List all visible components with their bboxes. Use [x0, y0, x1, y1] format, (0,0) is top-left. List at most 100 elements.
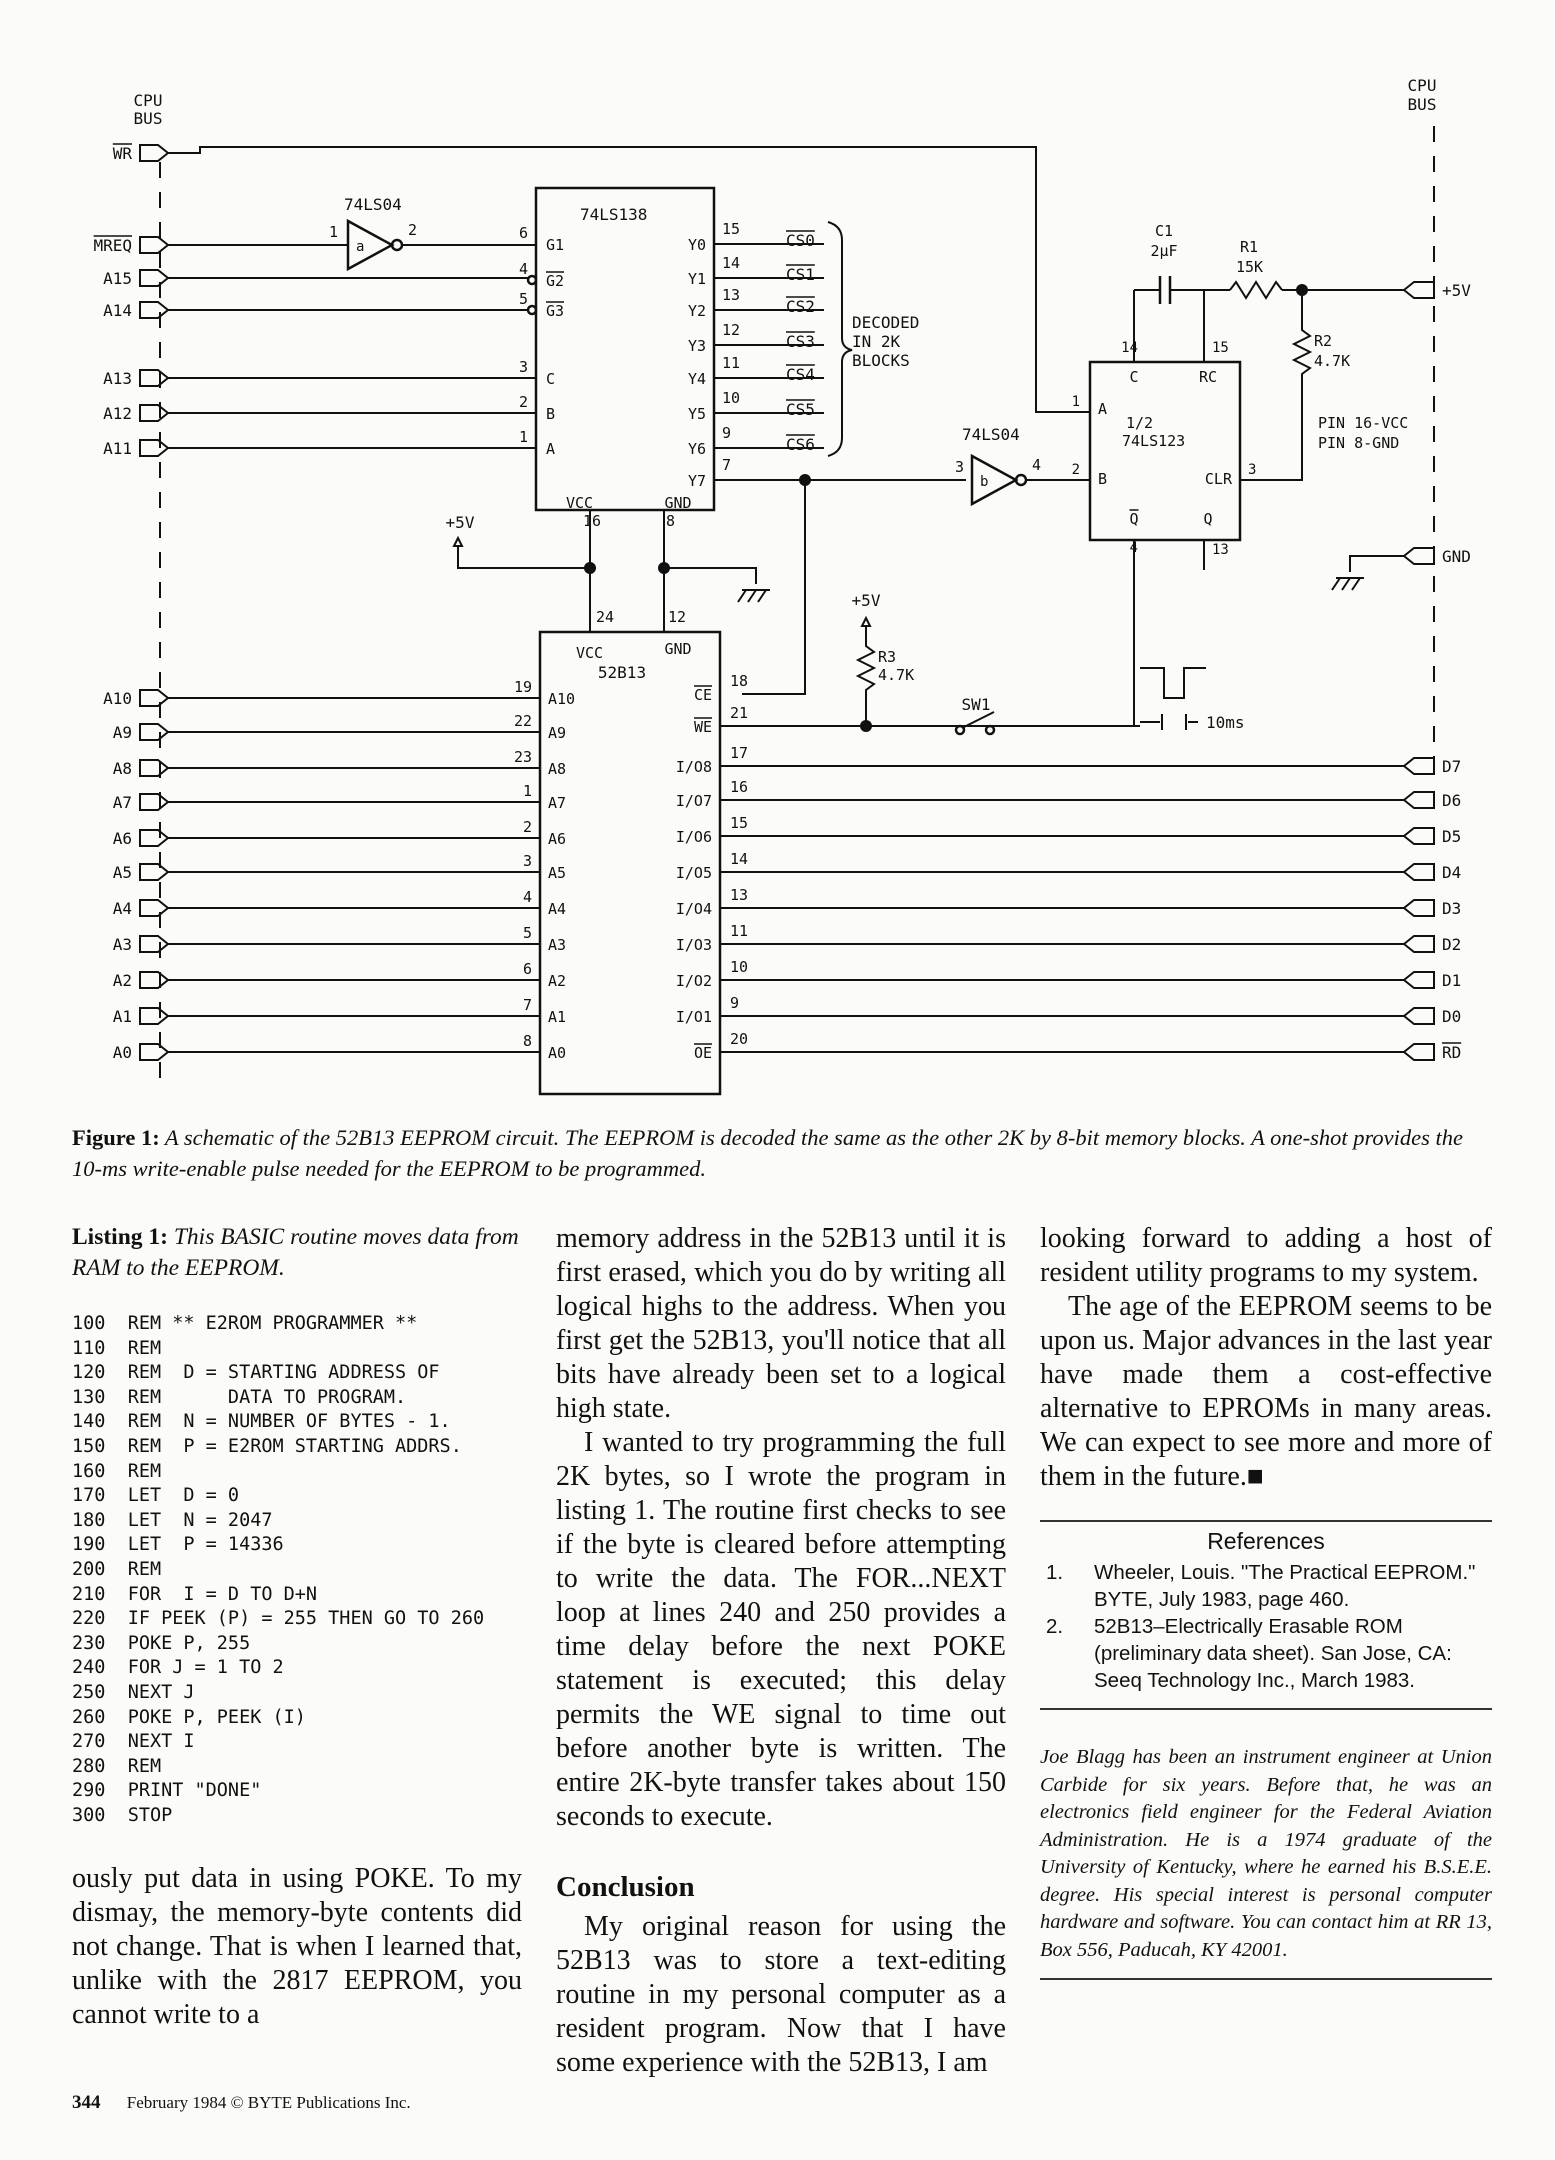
oneshot-pin: 13	[1212, 542, 1229, 558]
decoder-input-g1: G1	[546, 236, 564, 254]
oneshot-pin: 14	[1121, 340, 1138, 356]
listing-caption-text: This BASIC routine moves data from RAM t…	[72, 1224, 519, 1281]
schematic-diagram: CPUBUSCPUBUSWRMREQA15A14A13A12A1174LS04a…	[93, 76, 1471, 1096]
bus-connector-rd	[1402, 1043, 1435, 1061]
column-3-paragraph-2-text: The age of the EEPROM seems to be upon u…	[1040, 1291, 1492, 1492]
bus-signal-a0: A0	[113, 1043, 132, 1062]
decoder-pin: 14	[722, 254, 740, 272]
eeprom-52b13	[538, 630, 722, 1096]
decoded-note: DECODED	[852, 313, 919, 332]
figure-caption: Figure 1: A schematic of the 52B13 EEPRO…	[72, 1122, 1492, 1184]
eeprom-addr-a9: A9	[548, 724, 566, 742]
eeprom-pin: 11	[730, 922, 748, 940]
eeprom-addr-a4: A4	[548, 900, 566, 918]
bus-connector-a11	[139, 439, 170, 457]
eeprom-pin: 9	[730, 994, 739, 1012]
r2-resistor	[1240, 290, 1313, 481]
eeprom-pin: 6	[523, 960, 532, 978]
column-3: looking forward to adding a host of resi…	[1040, 1222, 1492, 1980]
inverter-b-bubble	[1014, 473, 1028, 487]
bus-connector-d5	[1402, 827, 1435, 845]
bus-connector-d4	[1402, 863, 1435, 881]
decoder-output-y3: Y3	[688, 337, 706, 355]
bus-signal-mreq: MREQ	[93, 236, 132, 255]
column-1-paragraph: ously put data in using POKE. To my dism…	[72, 1863, 522, 2031]
decoder-output-y2: Y2	[688, 302, 706, 320]
bus-connector-a3	[139, 935, 170, 953]
oneshot-pin: 15	[1212, 340, 1229, 356]
inverter-a-symbol	[346, 218, 395, 272]
reference-text: Wheeler, Louis. "The Practical EEPROM." …	[1094, 1561, 1476, 1611]
bus-connector-d1	[1402, 971, 1435, 989]
decoder-pin: 1	[519, 428, 528, 446]
decoder-pin: 2	[519, 393, 528, 411]
page-number: 344	[72, 2092, 101, 2113]
reference-number: 1.	[1046, 1561, 1064, 1584]
oneshot-q: Q	[1203, 510, 1212, 528]
bus-connector-a12	[139, 404, 170, 422]
oneshot-clr: CLR	[1205, 470, 1233, 488]
column-2-paragraph-1: memory address in the 52B13 until it is …	[556, 1223, 1006, 1424]
bus-connector-a8	[139, 759, 170, 777]
eeprom-pin: 13	[730, 886, 748, 904]
decoded-note: BLOCKS	[852, 351, 910, 370]
eeprom-pin: 10	[730, 958, 748, 976]
bus-signal-a7: A7	[113, 793, 132, 812]
oneshot-qbar: Q	[1129, 510, 1138, 528]
eeprom-addr-a3: A3	[548, 936, 566, 954]
decoder-pin: 16	[583, 512, 601, 530]
bus-signal-a15: A15	[103, 269, 132, 288]
eeprom-addr-a7: A7	[548, 794, 566, 812]
column-2-paragraph-3: My original reason for using the 52B13 w…	[556, 1911, 1006, 2078]
decoder-pin: 10	[722, 389, 740, 407]
r2-label: R2	[1314, 332, 1332, 350]
oneshot-c: C	[1129, 368, 1138, 386]
sw1-contact	[984, 724, 996, 736]
bus-signal-a12: A12	[103, 404, 132, 423]
decoder-output-y7: Y7	[688, 472, 706, 490]
chip-select-cs2: CS2	[786, 297, 815, 316]
bus-signal-gnd: GND	[1442, 547, 1471, 566]
eeprom-pin-io5: I/O5	[676, 864, 712, 882]
r3-value: 4.7K	[878, 666, 914, 684]
bus-signal-d3: D3	[1442, 899, 1461, 918]
bus-signal-d6: D6	[1442, 791, 1461, 810]
decoded-brace	[827, 221, 853, 457]
inverter-a-bubble	[390, 238, 404, 252]
decoder-pin: 9	[722, 424, 731, 442]
pin-note: PIN 16-VCC	[1318, 414, 1408, 432]
eeprom-gnd: GND	[664, 640, 691, 658]
bus-signal-a2: A2	[113, 971, 132, 990]
eeprom-pin: 20	[730, 1030, 748, 1048]
cpu-bus-label-left: BUS	[134, 109, 163, 128]
bus-signal-a9: A9	[113, 723, 132, 742]
bus-signal-a1: A1	[113, 1007, 132, 1026]
column-2-paragraph-2: I wanted to try programming the full 2K …	[556, 1427, 1006, 1832]
gnd-right-line	[1349, 555, 1404, 572]
schematic-components	[139, 144, 1435, 1096]
bus-signal-a11: A11	[103, 439, 132, 458]
decoder-input-c: C	[546, 370, 555, 388]
section-heading-conclusion: Conclusion	[556, 1871, 695, 1903]
chip-select-cs1: CS1	[786, 265, 815, 284]
inverter-b-part: 74LS04	[962, 425, 1020, 444]
bus-signal-d1: D1	[1442, 971, 1461, 990]
r3-resistor	[855, 626, 877, 726]
decoder-output-y6: Y6	[688, 440, 706, 458]
sw1-label: SW1	[962, 695, 991, 714]
references-title: References	[1207, 1528, 1325, 1554]
column-3-paragraph-1: looking forward to adding a host of resi…	[1040, 1223, 1492, 1288]
decoder-pin: 5	[519, 290, 528, 308]
a-input-line	[1035, 190, 1090, 413]
author-bio: Joe Blagg has been an instrument enginee…	[1040, 1736, 1492, 1980]
cpu-bus-label-right: BUS	[1408, 95, 1437, 114]
bus-signal-d4: D4	[1442, 863, 1461, 882]
ce-line	[742, 480, 806, 695]
decoder-74ls138	[534, 186, 716, 512]
decoder-input-a: A	[546, 440, 555, 458]
vcc-line	[457, 546, 590, 569]
eeprom-pin: 3	[523, 852, 532, 870]
column-1: Listing 1: This BASIC routine moves data…	[72, 1222, 522, 2032]
eeprom-pin-io2: I/O2	[676, 972, 712, 990]
decoder-output-y4: Y4	[688, 370, 706, 388]
